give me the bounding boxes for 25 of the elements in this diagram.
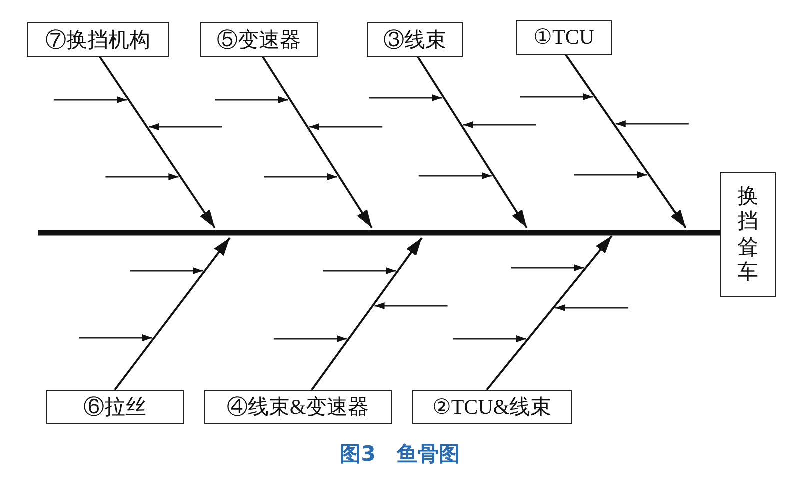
cause-label: ⑦换挡机构 [46,26,150,54]
bone-arrow [417,56,528,229]
effect-label: 换挡耸车 [738,184,758,285]
cause-label: ⑤变速器 [217,26,301,54]
cause-box [367,22,463,57]
cause-box [516,20,612,55]
bone-arrow [311,237,423,391]
cause-box [204,390,392,424]
cause-box [200,22,318,57]
cause-label: ④线束&变速器 [226,394,370,421]
cause-label: ⑥拉丝 [84,394,146,421]
bone-arrow [99,56,216,229]
cause-box [412,390,572,424]
cause-label: ②TCU&线束 [432,394,552,421]
figure-caption: 图3 鱼骨图 [340,442,460,466]
cause-label: ①TCU [534,25,594,50]
cause-box [27,22,169,57]
cause-label: ③线束 [384,26,446,54]
spine-line [38,230,720,236]
bone-arrow [262,56,373,229]
bone-arrow [486,235,613,391]
bone-arrow [565,54,687,229]
cause-box [46,390,184,424]
bone-arrow [114,237,231,391]
effect-box [720,172,776,297]
